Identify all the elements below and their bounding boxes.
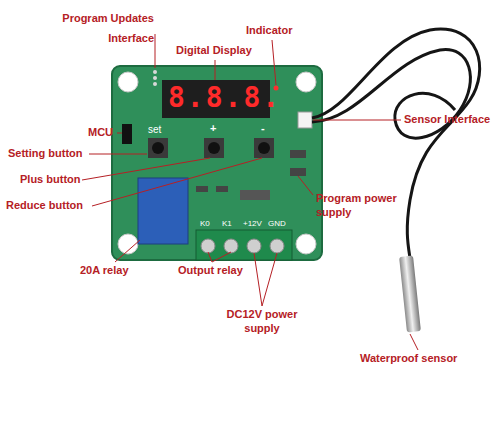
terminal-text: K0: [200, 219, 210, 229]
callout-label: Program Updates Interface: [56, 8, 154, 48]
board-text: -: [261, 122, 265, 136]
board-text: +: [210, 122, 216, 136]
terminal-text: +12V: [243, 219, 262, 229]
callout-label: Setting button: [8, 147, 83, 161]
callout-label: Reduce button: [6, 199, 83, 213]
callout-label: 20A relay: [80, 264, 129, 278]
terminal-text: K1: [222, 219, 232, 229]
callout-label: Plus button: [20, 173, 81, 187]
callout-label: Digital Display: [176, 44, 252, 58]
callout-label: Waterproof sensor: [360, 352, 457, 366]
callout-label: Output relay: [178, 264, 243, 278]
callout-label: Program power supply: [316, 192, 398, 220]
callout-label: MCU: [88, 126, 113, 140]
display-digits: 8.8.8.: [168, 82, 264, 114]
terminal-text: GND: [268, 219, 286, 229]
board-text: set: [148, 124, 161, 137]
callout-label: DC12V power supply: [222, 308, 302, 336]
callout-label: Sensor Interface: [404, 113, 490, 127]
callout-label: Indicator: [246, 24, 292, 38]
